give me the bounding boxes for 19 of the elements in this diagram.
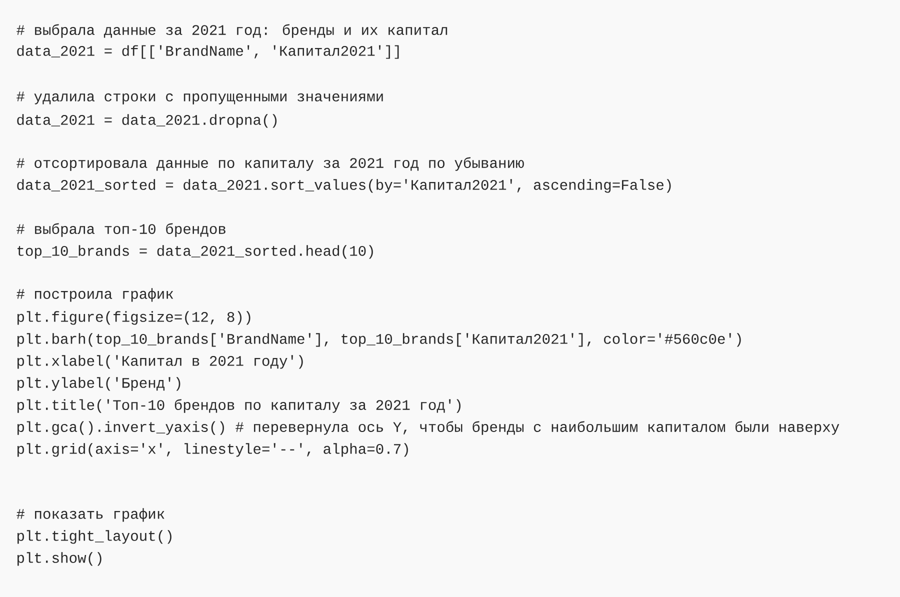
code-line: # показать график — [16, 508, 164, 522]
code-line: plt.figure(figsize=(12, 8)) — [17, 311, 250, 325]
code-line: data_2021_sorted = data_2021.sort_values(by='Капитал2021', ascending=False) — [17, 179, 671, 193]
code-line: # выбрала данные за 2021 год: бренды и их капитал — [16, 24, 448, 38]
code-line: # выбрала топ-10 брендов — [16, 223, 226, 237]
code-line: # отсортировала данные по капиталу за 2021 год по убыванию — [16, 157, 524, 171]
code-line: plt.tight_layout() — [17, 530, 172, 544]
code-line: data_2021 = df[['BrandName', 'Капитал2021']] — [17, 45, 399, 59]
code-line: data_2021 = data_2021.dropna() — [17, 114, 277, 128]
code-line: plt.show() — [17, 552, 102, 566]
code-line: plt.xlabel('Капитал в 2021 году') — [17, 355, 303, 369]
code-line: # удалила строки с пропущенными значениями — [16, 92, 383, 104]
code-line: top_10_brands = data_2021_sorted.head(10) — [18, 245, 373, 259]
code-line: # построила график — [16, 288, 174, 302]
code-line: plt.barh(top_10_brands['BrandName'], top_10_brands['Капитал2021'], color='#560c0e') — [17, 333, 741, 347]
code-line: plt.ylabel('Бренд') — [17, 377, 180, 391]
code-line: plt.gca().invert_yaxis() # перевернула ось Y, чтобы бренды с наибольшим капиталом были наверху — [17, 421, 840, 435]
code-line: plt.title('Топ-10 брендов по капиталу за 2021 год') — [17, 399, 460, 413]
code-line: plt.grid(axis='x', linestyle='--', alpha=0.7) — [17, 443, 408, 457]
